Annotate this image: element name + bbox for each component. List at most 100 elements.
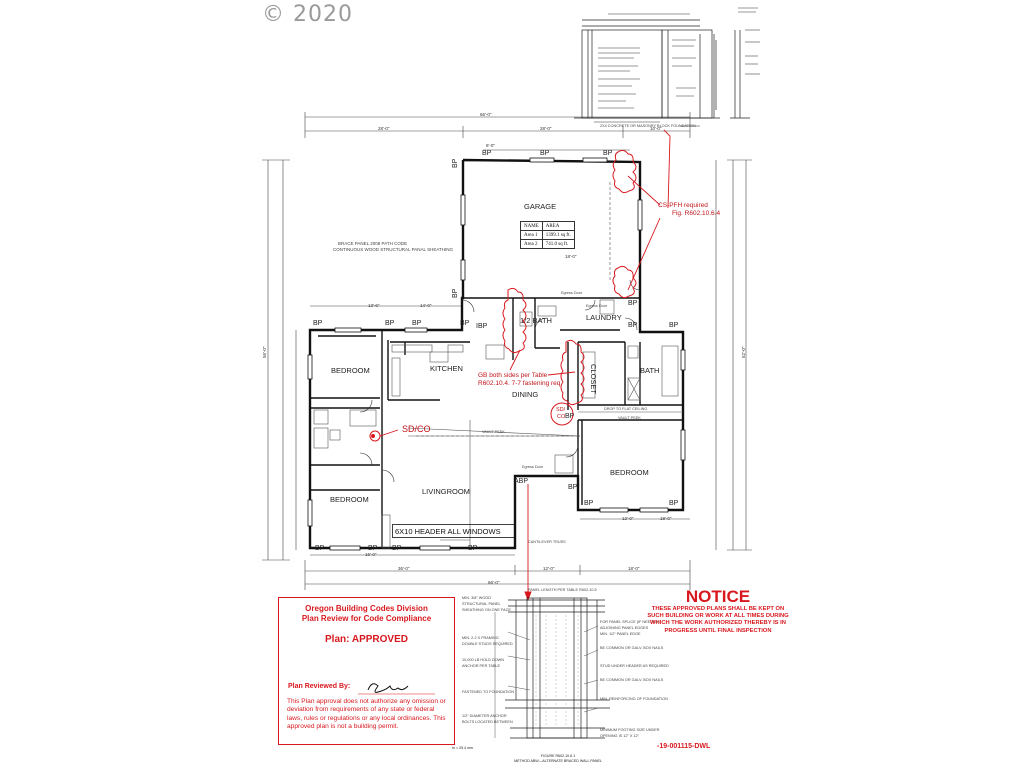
bp-label: BP — [412, 320, 422, 327]
stamp-disclaimer: This Plan approval does not authorize an… — [287, 698, 446, 730]
bp-label: BP — [392, 545, 402, 552]
top-detail-caption: 2X4 CONCRETE OR MASONRY BLOCK FOUNDATION — [600, 124, 696, 128]
interior-walls — [310, 297, 683, 548]
room-label-bath: BATH — [640, 366, 660, 375]
brace-panel-note-1: BRACE PANEL 2008 PATH CODE — [338, 241, 408, 246]
notice-body: THESE APPROVED PLANS SHALL BE KEPT ON SU… — [647, 606, 789, 634]
bp-label: BP — [385, 320, 395, 327]
dim-top-mid: 28'-0" — [540, 126, 552, 131]
dim-bottom-left: 36'-0" — [398, 566, 410, 571]
dim-bottom-mid: 12'-0" — [543, 566, 555, 571]
detail-note: BE COMMON OR GALV. BOX NAILS — [600, 678, 664, 682]
detail-note: ADJOINING PANEL EDGES — [600, 626, 649, 630]
dim-side-left: 56'-0" — [262, 346, 267, 358]
dim-side-right: 52'-0" — [741, 346, 746, 358]
exterior-walls — [308, 158, 685, 550]
bp-label: BP — [315, 545, 325, 552]
room-label-livingroom: LIVINGROOM — [422, 487, 470, 496]
room-label-closet: CLOSET — [589, 364, 598, 395]
detail-note: STUD UNDER HEADER AS REQUIRED — [600, 664, 669, 668]
dim-garage-left: 8'-0" — [486, 143, 495, 148]
sd-co-small-2: CO — [557, 414, 566, 420]
scale-note: In = 25.4 mm — [452, 746, 474, 750]
detail-note: MINIMUM FOOTING SIZE UNDER — [600, 728, 660, 732]
dim-top-left: 28'-0" — [378, 126, 390, 131]
bp-label: BP — [565, 413, 575, 420]
figure-caption-number: FIGURE R602.10.6.1 — [540, 754, 576, 758]
dim-garage-right: 18'-0" — [565, 254, 577, 259]
abp-label: ABP — [514, 478, 529, 485]
bp-label: BP — [628, 300, 638, 307]
stamp-title-line1: Oregon Building Codes Division — [305, 604, 428, 613]
area-row-name: Area 2 — [520, 239, 543, 249]
detail-note: SHEATHING ON ONE FACE — [462, 608, 511, 612]
stamp-status: Plan: APPROVED — [325, 634, 408, 645]
cs-pfh-note-1: CS-PFH required — [658, 202, 708, 209]
detail-note: MIN. 2-2 X FRAMING — [462, 636, 499, 640]
detail-note: 1/2" DIAMETER ANCHOR — [462, 714, 507, 718]
bp-label: BP — [452, 288, 459, 298]
area-row-name: Area 1 — [520, 230, 543, 240]
header-windows-note: 6X10 HEADER ALL WINDOWS — [395, 527, 501, 536]
room-label-dining: DINING — [512, 390, 539, 399]
gb-note-2: R602.10.4. 7-7 fastening req. — [478, 380, 563, 387]
figure-caption: FIGURE R602.10.6.1 METHOD ABW—ALTERNATE … — [508, 754, 608, 763]
room-label-bedroom-sw: BEDROOM — [330, 495, 369, 504]
sd-co-note: SD/CO — [402, 424, 431, 434]
area-header-area: AREA — [541, 221, 575, 231]
dim-bottom-right: 18'-0" — [628, 566, 640, 571]
bp-label: BP — [460, 320, 470, 327]
bp-label: BP — [368, 545, 378, 552]
dim-top-right: 10'-0" — [650, 126, 662, 131]
bp-label: BP — [603, 150, 613, 157]
abw-detail-leaders — [494, 612, 599, 738]
figure-caption-title: METHOD ABW—ALTERNATE BRACED WALL PANEL — [514, 758, 602, 763]
door-swings — [359, 279, 641, 483]
bp-label: BP — [452, 158, 459, 168]
area-row-value: 741.0 sq ft. — [541, 239, 575, 249]
detail-note: DOUBLE STUDS REQUIRED — [462, 642, 513, 646]
egress-door-label: Egress Door — [561, 291, 583, 295]
wall-section-notes — [594, 7, 760, 127]
detail-note: MIN. REINFORCING OF FOUNDATION — [600, 697, 668, 701]
detail-note: 10,000 LB HOLD DOWN — [462, 658, 504, 662]
bp-label: BP — [669, 500, 679, 507]
red-leaders — [379, 129, 671, 602]
bp-label: BP — [568, 484, 578, 491]
bp-label: BP — [628, 322, 638, 329]
stamp-title-line2: Plan Review for Code Compliance — [301, 614, 432, 623]
vault-peek-label: VAULT PEEK — [482, 430, 505, 434]
detail-note: STRUCTURAL PANEL — [462, 602, 501, 606]
sd-co-small-1: SD/ — [556, 407, 566, 413]
garage-door — [416, 182, 611, 437]
vault-peek-label: VAULT PEEK — [618, 416, 641, 420]
area-header-name: NAME — [520, 221, 543, 231]
dimension-lines — [262, 112, 752, 590]
room-label-garage: GARAGE — [524, 202, 557, 211]
wall-section-detail — [574, 19, 750, 119]
permit-number: -19-001115-DWL — [657, 743, 711, 750]
ibp-label: IBP — [476, 323, 488, 330]
detail-note: FOR PANEL SPLICE (IF NEEDED) — [600, 620, 660, 624]
detail-note: FASTENED TO FOUNDATION — [462, 690, 515, 694]
bp-label: BP — [540, 150, 550, 157]
notice-title: NOTICE — [685, 587, 751, 606]
cs-pfh-note-2: Fig. R602.10.6.4 — [672, 210, 721, 217]
room-label-bedroom-nw: BEDROOM — [331, 366, 370, 375]
detail-note: BOLTS LOCATED BETWEEN — [462, 720, 513, 724]
copyright-mark: © 2020 — [262, 2, 353, 27]
detail-note: ANCHOR PER TABLE — [462, 664, 501, 668]
bp-label: BP — [669, 322, 679, 329]
detail-note: BE COMMON OR GALV. BOX NAILS — [600, 646, 664, 650]
stamp-reviewed-by: Plan Reviewed By: — [288, 683, 351, 690]
abw-panel-hatch — [535, 615, 579, 725]
panel-length-label: PANEL LENGTH PER TABLE R602.10.5 — [528, 588, 597, 592]
detail-note: MIN. 1/2" PANEL EDGE — [600, 632, 641, 636]
dim-east-seg: 12'-0" — [622, 516, 634, 521]
dim-overall-bottom: 66'-0" — [488, 580, 500, 585]
drop-flat-ceiling-label: DROP TO FLAT CEILING — [604, 407, 648, 411]
revision-clouds — [369, 149, 637, 442]
room-label-laundry: LAUNDRY — [586, 313, 622, 322]
